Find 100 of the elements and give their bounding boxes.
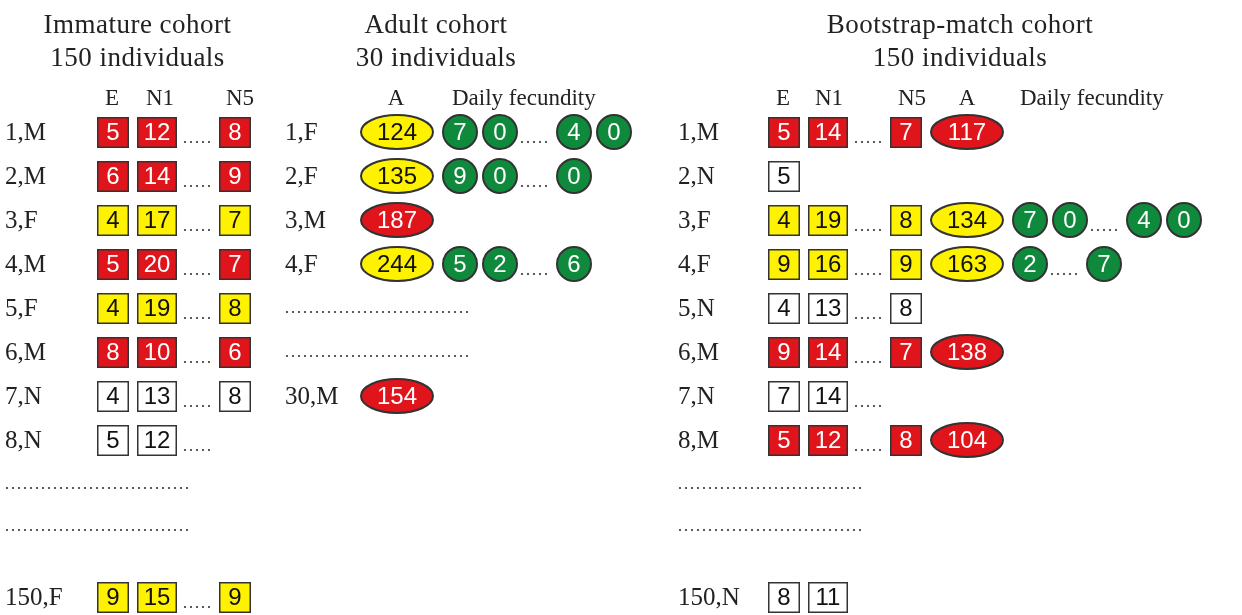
stage-duration-box: 7	[219, 204, 251, 236]
stage-duration-box: 4	[768, 204, 800, 236]
fecundity-circle: 2	[1012, 246, 1048, 282]
adult-longevity-oval: 244	[360, 246, 434, 282]
fecundity-circle: 2	[482, 246, 518, 282]
column-header: N5	[897, 85, 927, 111]
adult-longevity-oval: 117	[930, 114, 1004, 150]
stage-duration-box: 9	[890, 248, 922, 280]
stage-duration-box: 20	[137, 248, 177, 280]
stage-duration-box: 5	[97, 424, 129, 456]
adult-longevity-oval: 134	[930, 202, 1004, 238]
row-label: 4,F	[285, 250, 318, 278]
stage-duration-box: 4	[768, 292, 800, 324]
cohort-heading: Adult cohort 30 individuals	[354, 8, 518, 74]
row-label: 3,F	[5, 206, 38, 234]
row-label: 7,N	[678, 382, 715, 410]
stage-duration-box: 11	[808, 581, 848, 613]
stage-duration-box: 13	[137, 380, 177, 412]
stage-duration-box: 8	[219, 380, 251, 412]
stage-duration-box: 13	[808, 292, 848, 324]
row-label: 4,F	[678, 250, 711, 278]
column-header: A	[387, 85, 405, 111]
row-label: 30,M	[285, 382, 339, 410]
row-label: 2,F	[285, 162, 318, 190]
fecundity-circle: 0	[1166, 202, 1202, 238]
stage-duration-box: 9	[219, 160, 251, 192]
stage-duration-box: 12	[137, 116, 177, 148]
stage-duration-box: 12	[808, 424, 848, 456]
stage-duration-box: 8	[97, 336, 129, 368]
adult-longevity-oval: 154	[360, 378, 434, 414]
stage-duration-box: 5	[768, 424, 800, 456]
stage-duration-box: 8	[219, 116, 251, 148]
fecundity-circle: 0	[556, 158, 592, 194]
stage-duration-box: 7	[890, 336, 922, 368]
row-label: 6,M	[5, 338, 46, 366]
row-label: 2,N	[678, 162, 715, 190]
stage-duration-box: 9	[219, 581, 251, 613]
stage-duration-box: 5	[97, 116, 129, 148]
stage-duration-box: 16	[808, 248, 848, 280]
fecundity-circle: 6	[556, 246, 592, 282]
row-label: 150,F	[5, 583, 63, 611]
column-header: N1	[145, 85, 175, 111]
adult-longevity-oval: 138	[930, 334, 1004, 370]
column-header: Daily fecundity	[1020, 85, 1164, 111]
fecundity-circle: 4	[556, 114, 592, 150]
fecundity-circle: 5	[442, 246, 478, 282]
stage-duration-box: 15	[137, 581, 177, 613]
row-label: 1,M	[678, 118, 719, 146]
stage-duration-box: 5	[768, 160, 800, 192]
column-header: E	[104, 85, 120, 111]
stage-duration-box: 6	[97, 160, 129, 192]
column-header: N1	[814, 85, 844, 111]
row-label: 5,F	[5, 294, 38, 322]
fecundity-circle: 7	[1086, 246, 1122, 282]
stage-duration-box: 7	[219, 248, 251, 280]
fecundity-circle: 0	[482, 158, 518, 194]
fecundity-circle: 0	[596, 114, 632, 150]
stage-duration-box: 8	[219, 292, 251, 324]
adult-longevity-oval: 104	[930, 422, 1004, 458]
stage-duration-box: 19	[137, 292, 177, 324]
column-header: N5	[225, 85, 255, 111]
row-label: 4,M	[5, 250, 46, 278]
stage-duration-box: 5	[97, 248, 129, 280]
fecundity-circle: 9	[442, 158, 478, 194]
stage-duration-box: 8	[768, 581, 800, 613]
stage-duration-box: 7	[768, 380, 800, 412]
stage-duration-box: 9	[97, 581, 129, 613]
row-label: 8,N	[5, 426, 42, 454]
stage-duration-box: 8	[890, 424, 922, 456]
cohort-heading: Immature cohort 150 individuals	[42, 8, 233, 74]
fecundity-circle: 0	[482, 114, 518, 150]
column-header: A	[958, 85, 976, 111]
stage-duration-box: 4	[97, 204, 129, 236]
stage-duration-box: 5	[768, 116, 800, 148]
adult-longevity-oval: 124	[360, 114, 434, 150]
fecundity-circle: 7	[442, 114, 478, 150]
stage-duration-box: 6	[219, 336, 251, 368]
row-label: 7,N	[5, 382, 42, 410]
stage-duration-box: 14	[808, 116, 848, 148]
row-label: 3,M	[285, 206, 326, 234]
row-label: 5,N	[678, 294, 715, 322]
row-label: 150,N	[678, 583, 740, 611]
row-label: 2,M	[5, 162, 46, 190]
stage-duration-box: 9	[768, 248, 800, 280]
adult-longevity-oval: 135	[360, 158, 434, 194]
stage-duration-box: 14	[808, 380, 848, 412]
stage-duration-box: 9	[768, 336, 800, 368]
stage-duration-box: 19	[808, 204, 848, 236]
stage-duration-box: 10	[137, 336, 177, 368]
adult-longevity-oval: 187	[360, 202, 434, 238]
stage-duration-box: 12	[137, 424, 177, 456]
cohort-heading: Bootstrap-match cohort 150 individuals	[825, 8, 1095, 74]
column-header: Daily fecundity	[452, 85, 596, 111]
row-label: 1,M	[5, 118, 46, 146]
row-label: 6,M	[678, 338, 719, 366]
fecundity-circle: 0	[1052, 202, 1088, 238]
stage-duration-box: 14	[808, 336, 848, 368]
stage-duration-box: 8	[890, 204, 922, 236]
column-header: E	[775, 85, 791, 111]
stage-duration-box: 4	[97, 380, 129, 412]
